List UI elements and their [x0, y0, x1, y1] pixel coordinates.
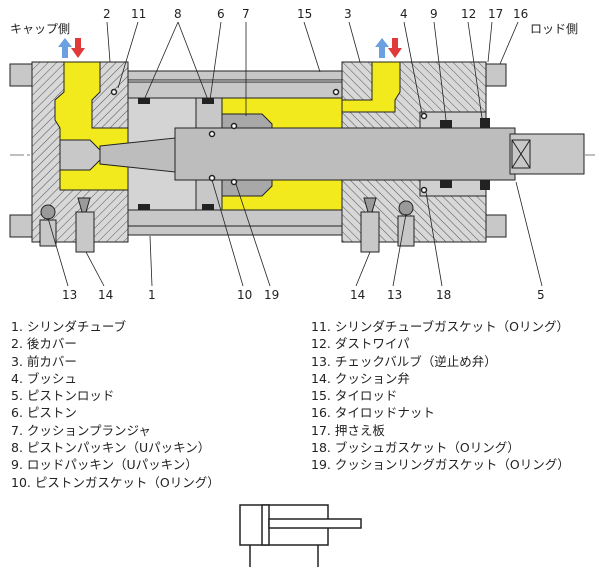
callout-14-cap: 14: [98, 288, 113, 302]
callout-1: 1: [148, 288, 156, 302]
legend-item: 4. ブッシュ: [11, 370, 77, 386]
callout-11: 11: [131, 7, 146, 21]
callout-14-rod: 14: [350, 288, 365, 302]
callout-16: 16: [513, 7, 528, 21]
legend-item: 3. 前カバー: [11, 353, 77, 369]
legend-item: 12. ダストワイパ: [311, 336, 410, 352]
legend-left: 1. シリンダチューブ 2. 後カバー 3. 前カバー 4. ブッシュ 5. ピ…: [11, 318, 220, 491]
legend-right: 11. シリンダチューブガスケット（Oリング） 12. ダストワイパ 13. チ…: [311, 318, 570, 474]
legend-item: 7. クッションプランジャ: [11, 422, 151, 438]
rod-end-flats-icon: [511, 139, 531, 169]
legend-item: 16. タイロッドナット: [311, 405, 435, 421]
callout-17: 17: [488, 7, 503, 21]
callout-15: 15: [297, 7, 312, 21]
piston-packings: [138, 98, 214, 210]
callout-13-cap: 13: [62, 288, 77, 302]
tie-rod-nuts: [9, 63, 507, 238]
bush-bottom: [419, 179, 487, 197]
cylinder-cross-section: キャップ側 ロッド側: [9, 7, 595, 302]
legend-item: 13. チェックバルブ（逆止め弁）: [311, 353, 497, 369]
cushion-valve-cap: [75, 197, 95, 253]
legend-item: 19. クッションリングガスケット（Oリング）: [311, 457, 570, 473]
legend-item: 6. ピストン: [11, 405, 77, 421]
bottom-callouts: 13 14 1 10 19 14 13 18 5: [62, 288, 545, 302]
legend-item: 18. ブッシュガスケット（Oリング）: [311, 440, 520, 456]
callout-12: 12: [461, 7, 476, 21]
cap-side-label: キャップ側: [10, 22, 70, 36]
legend-item: 8. ピストンパッキン（Uパッキン）: [11, 440, 211, 456]
callout-13-rod: 13: [387, 288, 402, 302]
callout-9: 9: [430, 7, 438, 21]
top-leader-lines: [106, 21, 519, 121]
legend-item: 2. 後カバー: [11, 336, 77, 352]
callout-4: 4: [400, 7, 408, 21]
rod-side-label: ロッド側: [530, 22, 578, 36]
cap-port-arrows-icon: [58, 38, 85, 58]
callout-2: 2: [103, 7, 111, 21]
legend-item: 1. シリンダチューブ: [11, 319, 127, 334]
top-callouts: 2 11 8 6 7 15 3 4 9 12 17 16: [103, 7, 528, 21]
cylinder-tube-top: [105, 81, 347, 99]
legend-item: 9. ロッドパッキン（Uパッキン）: [11, 457, 198, 473]
rod-port-arrows-icon: [375, 38, 402, 58]
rod-end: [509, 133, 585, 175]
callout-7: 7: [242, 7, 250, 21]
bush-top: [419, 111, 487, 129]
cushion-bore: [59, 139, 101, 171]
legend-item: 5. ピストンロッド: [11, 388, 115, 404]
tie-rod-top: [105, 70, 347, 81]
bottom-leader-lines: [47, 179, 543, 287]
rod-oil-passage: [341, 61, 401, 113]
callout-18: 18: [436, 288, 451, 302]
legend-item: 15. タイロッド: [311, 388, 398, 404]
legend-item: 11. シリンダチューブガスケット（Oリング）: [311, 319, 569, 334]
check-valve-cap: [39, 204, 57, 247]
legend-item: 14. クッション弁: [311, 370, 410, 386]
cylinder-tube-bottom: [105, 209, 347, 227]
rod-packings: [440, 118, 490, 190]
rod-cushion-end: [99, 137, 176, 173]
piston-rod: [174, 127, 516, 181]
callout-6: 6: [217, 7, 225, 21]
callout-19: 19: [264, 288, 279, 302]
callout-10: 10: [237, 288, 252, 302]
callout-8: 8: [174, 7, 182, 21]
callout-5: 5: [537, 288, 545, 302]
legend-item: 17. 押さえ板: [311, 422, 385, 438]
callout-3: 3: [344, 7, 352, 21]
legend-item: 10. ピストンガスケット（Oリング）: [11, 474, 220, 490]
check-valve-rod: [397, 200, 415, 247]
